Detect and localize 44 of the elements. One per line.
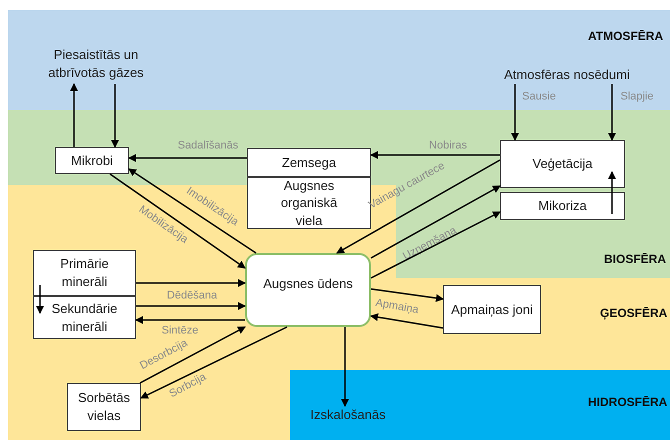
arrow	[341, 327, 349, 407]
arrow	[136, 279, 246, 287]
arrow	[511, 84, 519, 141]
process-box: Veģetācija	[500, 140, 625, 188]
zone-label: ĢEOSFĒRA	[600, 305, 668, 322]
edge-label: Sausie	[522, 92, 556, 102]
arrow	[135, 316, 245, 324]
arrow	[140, 326, 288, 399]
edge-label: Apmaiņa	[374, 298, 420, 316]
process-box: Apmaiņas joni	[443, 285, 541, 334]
arrow	[608, 171, 616, 214]
arrow	[140, 326, 246, 384]
node-text: Piesaistītās un atbrīvotās gāzes	[38, 44, 154, 84]
edge-label: Nobiras	[429, 140, 467, 152]
zone-label: BIOSFĒRA	[604, 251, 666, 268]
arrow	[136, 302, 246, 310]
zone-label: ATMOSFĒRA	[588, 28, 664, 45]
rounded-box: Augsnes ūdens	[245, 253, 371, 327]
edge-label: Dēdēšana	[166, 290, 218, 302]
arrow	[128, 168, 256, 254]
arrow	[370, 151, 500, 159]
arrow	[128, 154, 247, 162]
arrow	[608, 84, 616, 141]
process-box: Zemsega	[247, 148, 371, 177]
edge-label: Sintēze	[162, 326, 198, 336]
node-text: Atmosfēras nosēdumi	[492, 66, 642, 84]
arrow	[336, 159, 500, 254]
process-box: Primārie minerāli	[33, 250, 136, 296]
arrow	[370, 288, 444, 302]
process-box: Sekundārie minerāli	[33, 296, 136, 339]
edge-label: Sadalīšanās	[178, 140, 238, 152]
arrow	[370, 185, 501, 259]
process-box: Mikrobi	[55, 147, 129, 174]
process-box: Sorbētās vielas	[67, 383, 141, 431]
node-text: Izskalošanās	[298, 406, 398, 424]
arrow	[36, 285, 44, 314]
process-box: Mikoriza	[500, 192, 625, 220]
arrow	[70, 83, 78, 147]
arrow	[370, 313, 444, 329]
arrow	[111, 84, 119, 148]
zone-label: HIDROSFĒRA	[588, 394, 668, 411]
edge-label: Slapjie	[620, 92, 654, 102]
arrow	[110, 173, 246, 269]
arrow	[370, 211, 501, 279]
